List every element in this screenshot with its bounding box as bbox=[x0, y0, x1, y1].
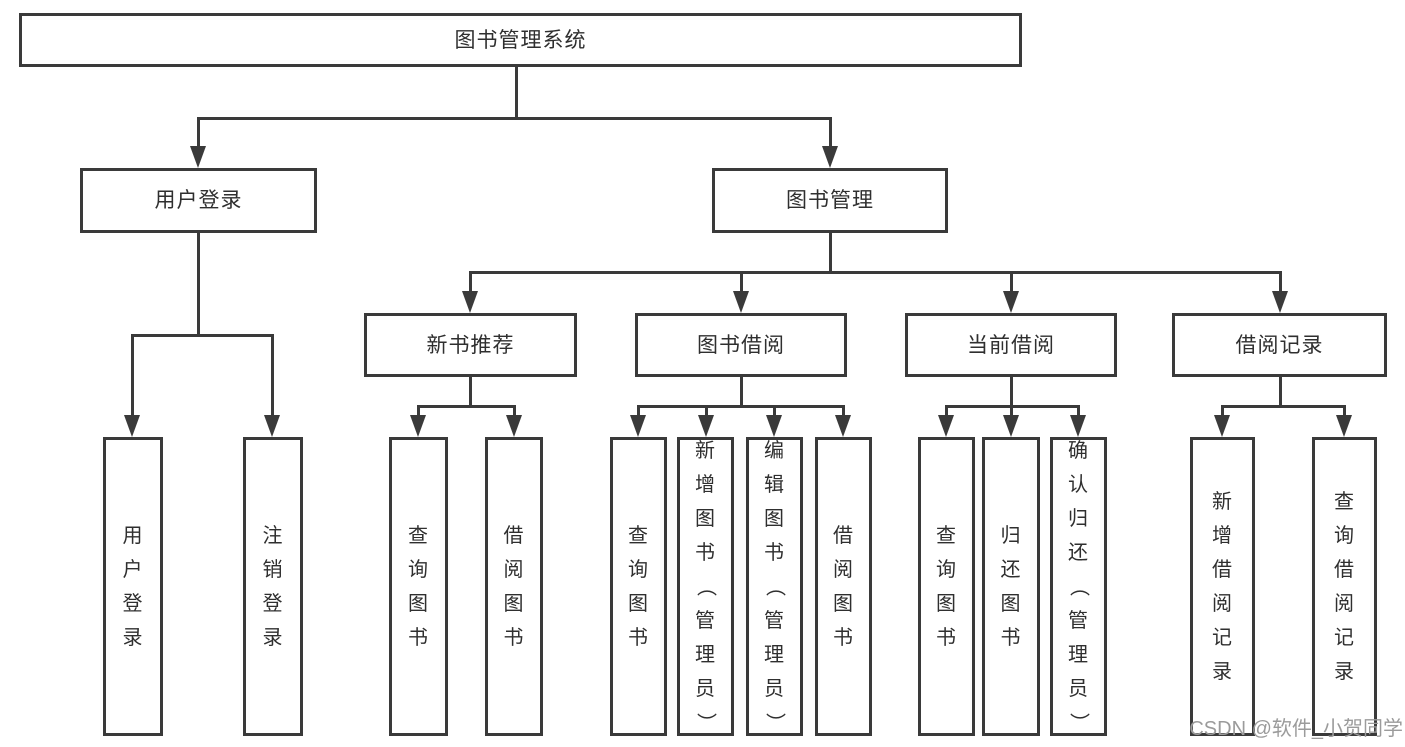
leaf-label: 归还图书 bbox=[1000, 524, 1022, 649]
arrow-down-icon bbox=[1336, 406, 1352, 437]
arrow-down-icon bbox=[1003, 406, 1019, 437]
arrow-down-icon bbox=[938, 406, 954, 437]
leaf-label: 借阅图书 bbox=[503, 524, 525, 649]
node-borrowing-records: 借阅记录 bbox=[1172, 313, 1387, 377]
node-user-login: 用户登录 bbox=[80, 168, 317, 233]
connector-borrowing-hline bbox=[637, 405, 845, 408]
leaf-query-books-borrowing: 查询图书 bbox=[610, 437, 667, 736]
leaf-return-books: 归还图书 bbox=[982, 437, 1040, 736]
leaf-borrow-books-borrowing: 借阅图书 bbox=[815, 437, 872, 736]
node-label: 图书管理系统 bbox=[454, 28, 587, 52]
connector-records-hline bbox=[1221, 405, 1346, 408]
leaf-label: 新增图书（管理员） bbox=[694, 439, 717, 734]
leaf-confirm-return-admin: 确认归还（管理员） bbox=[1050, 437, 1107, 736]
node-label: 用户登录 bbox=[154, 189, 243, 212]
arrow-down-icon bbox=[698, 406, 714, 437]
arrow-down-icon bbox=[410, 406, 426, 437]
node-new-book-recommend: 新书推荐 bbox=[364, 313, 577, 377]
leaf-add-borrow-record: 新增借阅记录 bbox=[1190, 437, 1255, 736]
arrow-down-icon bbox=[264, 335, 280, 437]
node-label: 新书推荐 bbox=[426, 333, 515, 357]
arrow-down-icon bbox=[822, 118, 838, 168]
node-label: 图书借阅 bbox=[697, 333, 785, 357]
node-label: 当前借阅 bbox=[967, 333, 1055, 357]
leaf-label: 查询图书 bbox=[408, 524, 429, 649]
connector-root-hline bbox=[197, 117, 832, 120]
node-label: 借阅记录 bbox=[1235, 333, 1324, 357]
arrow-down-icon bbox=[766, 406, 782, 437]
arrow-down-icon bbox=[733, 272, 749, 313]
leaf-query-books-current: 查询图书 bbox=[918, 437, 975, 736]
arrow-down-icon bbox=[124, 335, 140, 437]
leaf-label: 用户登录 bbox=[122, 524, 144, 649]
leaf-label: 新增借阅记录 bbox=[1212, 490, 1233, 683]
arrow-down-icon bbox=[1070, 406, 1086, 437]
node-label: 图书管理 bbox=[786, 189, 874, 212]
connector-user-login-vline bbox=[197, 231, 200, 337]
connector-root-vline bbox=[515, 65, 518, 119]
leaf-borrow-books-recommend: 借阅图书 bbox=[485, 437, 543, 736]
leaf-label: 编辑图书（管理员） bbox=[763, 439, 786, 734]
leaf-label: 借阅图书 bbox=[833, 524, 854, 649]
leaf-user-login: 用户登录 bbox=[103, 437, 163, 736]
leaf-edit-book-admin: 编辑图书（管理员） bbox=[746, 437, 803, 736]
arrow-down-icon bbox=[462, 272, 478, 313]
leaf-add-book-admin: 新增图书（管理员） bbox=[677, 437, 734, 736]
node-book-management-system: 图书管理系统 bbox=[19, 13, 1022, 67]
leaf-query-books-recommend: 查询图书 bbox=[389, 437, 448, 736]
connector-new-books-vline bbox=[469, 375, 472, 408]
connector-book-mgmt-vline bbox=[829, 231, 832, 274]
connector-borrowing-vline bbox=[740, 375, 743, 408]
connector-current-hline bbox=[945, 405, 1080, 408]
arrow-down-icon bbox=[630, 406, 646, 437]
node-current-borrowing: 当前借阅 bbox=[905, 313, 1117, 377]
leaf-query-borrow-record: 查询借阅记录 bbox=[1312, 437, 1377, 736]
arrow-down-icon bbox=[835, 406, 851, 437]
connector-new-books-hline bbox=[417, 405, 516, 408]
connector-current-vline bbox=[1010, 375, 1013, 408]
arrow-down-icon bbox=[1272, 272, 1288, 313]
arrow-down-icon bbox=[1214, 406, 1230, 437]
connector-book-mgmt-hline bbox=[469, 271, 1282, 274]
arrow-down-icon bbox=[506, 406, 522, 437]
leaf-label: 注销登录 bbox=[262, 524, 284, 649]
connector-records-vline bbox=[1279, 375, 1282, 408]
arrow-down-icon bbox=[1003, 272, 1019, 313]
arrow-down-icon bbox=[190, 118, 206, 168]
node-book-borrowing: 图书借阅 bbox=[635, 313, 847, 377]
leaf-label: 查询图书 bbox=[936, 524, 957, 649]
leaf-logout: 注销登录 bbox=[243, 437, 303, 736]
watermark-csdn: CSDN @软件_小贺同学 bbox=[1189, 718, 1403, 740]
node-book-management: 图书管理 bbox=[712, 168, 948, 233]
leaf-label: 确认归还（管理员） bbox=[1067, 439, 1090, 734]
connector-user-login-hline bbox=[131, 334, 274, 337]
leaf-label: 查询图书 bbox=[628, 524, 649, 649]
leaf-label: 查询借阅记录 bbox=[1334, 490, 1355, 683]
